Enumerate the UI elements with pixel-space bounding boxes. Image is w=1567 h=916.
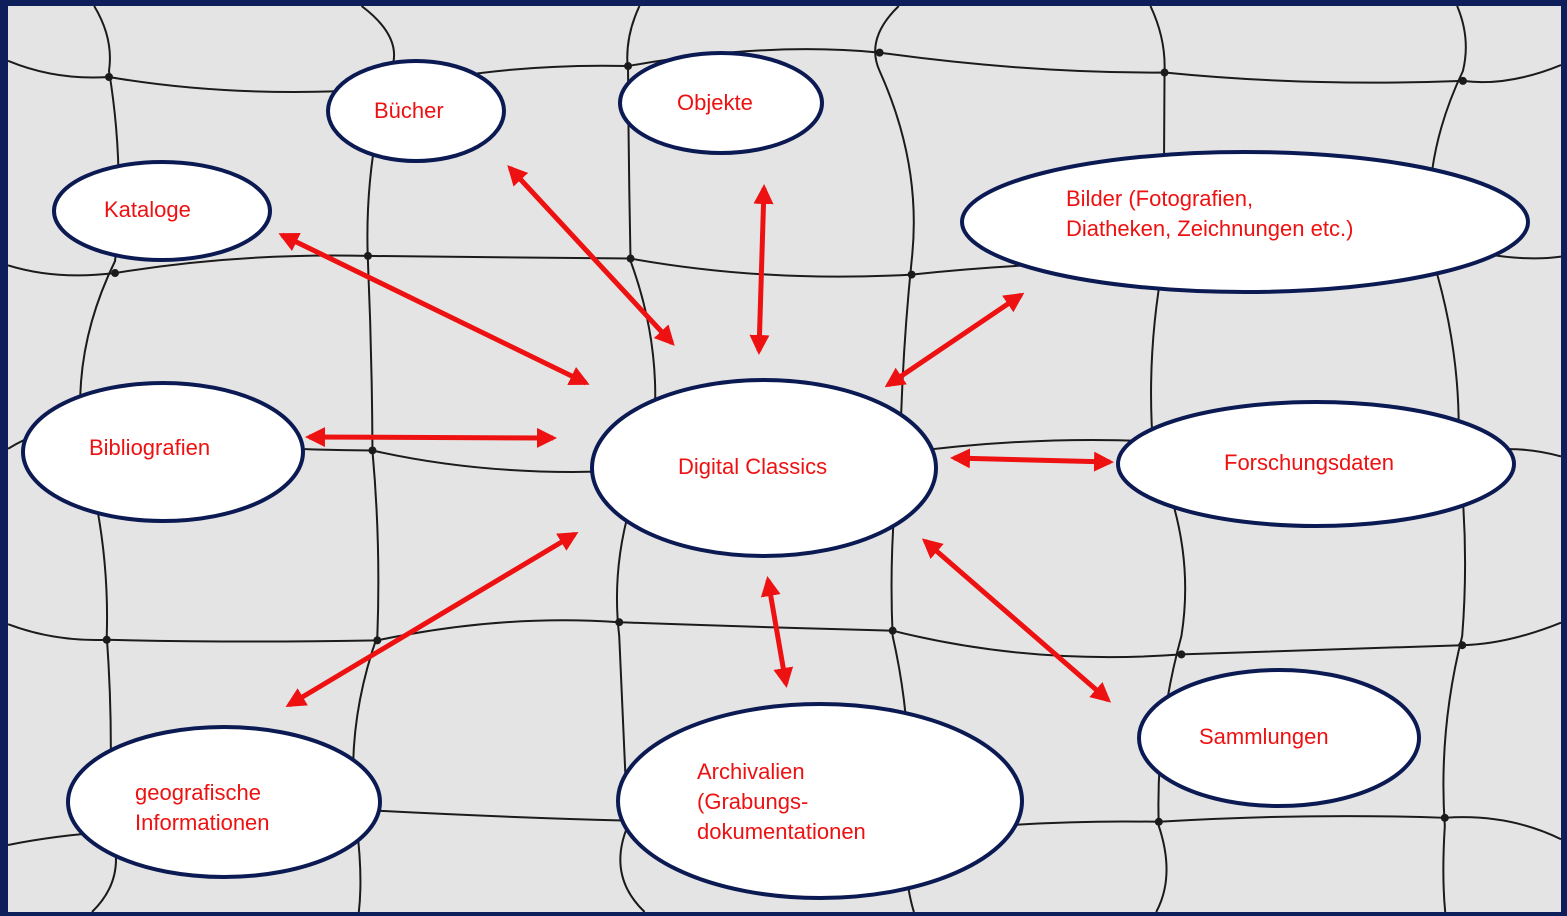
edge-center-kataloge	[278, 232, 590, 386]
net-knot	[102, 635, 111, 644]
edge-center-objekte	[749, 184, 774, 355]
node-sammlungen	[1137, 668, 1421, 808]
node-bibliografien	[21, 381, 305, 523]
node-forschungsdaten	[1116, 400, 1516, 528]
nodes	[21, 51, 1530, 900]
node-label-line: Archivalien	[697, 759, 805, 784]
node-label-line: Informationen	[135, 810, 270, 835]
net-knot	[888, 626, 897, 635]
edges	[278, 165, 1114, 708]
node-label-line: (Grabungs-	[697, 789, 809, 814]
net-knot	[1154, 817, 1163, 826]
net-knot	[615, 618, 624, 627]
node-buecher	[326, 59, 506, 163]
node-label-sammlungen: Sammlungen	[1199, 722, 1329, 752]
net-knot	[111, 269, 120, 278]
net-strand	[8, 48, 1561, 93]
edge-center-archivalien	[760, 576, 794, 688]
node-bilder	[960, 150, 1530, 294]
node-label-buecher: Bücher	[374, 96, 444, 126]
net-knot	[1177, 650, 1186, 659]
node-label-line: Bücher	[374, 98, 444, 123]
net-knot	[368, 446, 377, 455]
node-label-line: Objekte	[677, 90, 753, 115]
node-label-line: Kataloge	[104, 197, 191, 222]
node-label-line: Bilder (Fotografien,	[1066, 186, 1254, 211]
node-label-line: Diatheken, Zeichnungen etc.)	[1066, 216, 1354, 241]
net-knot	[105, 73, 113, 81]
net-knot	[624, 62, 633, 71]
node-label-line: Bibliografien	[89, 435, 211, 460]
net-knot	[1440, 813, 1449, 822]
node-label-line: dokumentationen	[697, 819, 866, 844]
node-label-objekte: Objekte	[677, 88, 753, 118]
node-objekte	[618, 51, 824, 155]
edge-center-bilder	[884, 292, 1025, 388]
node-label-line: Forschungsdaten	[1224, 450, 1394, 475]
node-label-line: Sammlungen	[1199, 724, 1329, 749]
net-knot	[875, 48, 884, 57]
node-label-kataloge: Kataloge	[104, 195, 191, 225]
net-knot	[1458, 76, 1467, 85]
node-label-archivalien: Archivalien (Grabungs-dokumentationen	[697, 757, 866, 847]
edge-center-buecher	[507, 165, 675, 346]
node-label-forschungsdaten: Forschungsdaten	[1224, 448, 1394, 478]
node-label-bibliografien: Bibliografien	[89, 433, 210, 463]
node-archivalien	[616, 702, 1024, 900]
edge-center-bibliografien	[305, 427, 557, 448]
net-knot	[1160, 68, 1169, 77]
node-geo	[66, 725, 382, 879]
node-label-center: Digital Classics	[678, 452, 827, 482]
net-knot	[1458, 641, 1467, 650]
node-label-bilder: Bilder (Fotografien, Diatheken, Zeichnung…	[1066, 184, 1353, 244]
edge-center-sammlungen	[921, 538, 1112, 703]
node-label-line: geografische	[135, 780, 261, 805]
node-kataloge	[52, 160, 272, 262]
edge-center-geo	[285, 531, 579, 708]
net-knot	[907, 270, 916, 279]
concept-diagram	[21, 51, 1530, 900]
node-label-line: Digital Classics	[678, 454, 828, 479]
edge-center-forschungsdaten	[950, 448, 1114, 472]
node-center	[590, 378, 938, 558]
